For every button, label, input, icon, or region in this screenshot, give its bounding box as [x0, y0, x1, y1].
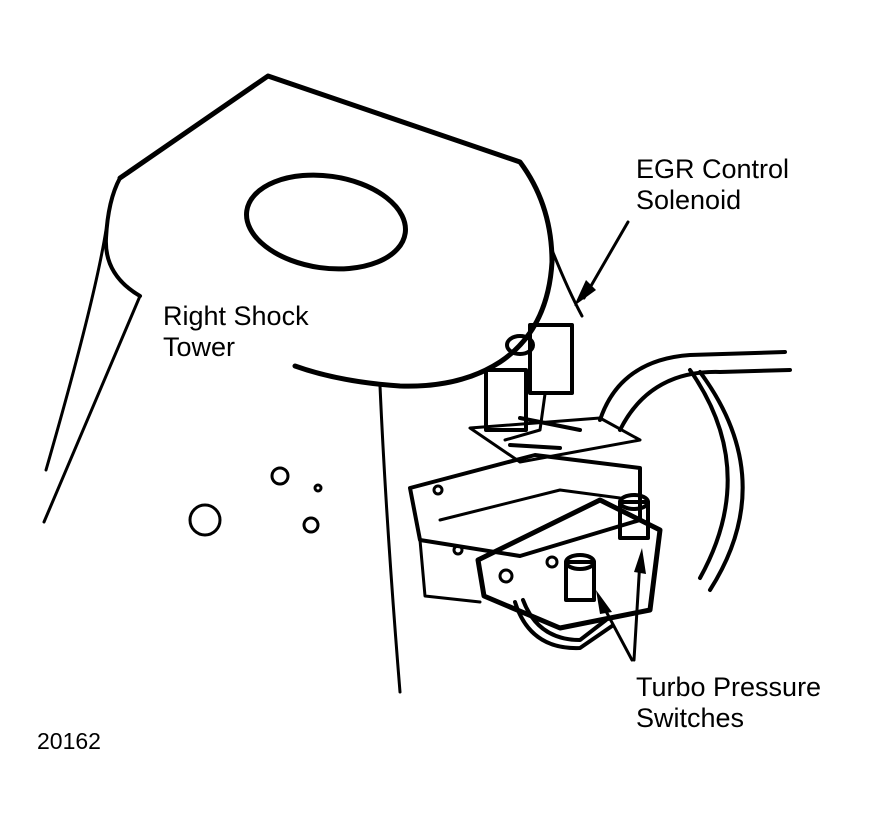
egr-solenoid: [484, 323, 582, 450]
egr-solenoid-label-line1: EGR Control: [636, 154, 790, 184]
turbo-switches-label-line1: Turbo Pressure: [636, 672, 822, 702]
turbo-switches-label-line2: Switches: [636, 703, 745, 733]
mounting-hole: [302, 516, 320, 534]
shock-mount-opening: [244, 172, 408, 272]
egr-solenoid-label-line2: Solenoid: [636, 185, 742, 215]
mounting-hole: [313, 483, 323, 493]
turbo-pointer-arrows: [596, 548, 646, 662]
turbo-switch-plate: [475, 493, 663, 631]
egr-pointer-arrow: [574, 220, 630, 306]
turbo-switches-label: Turbo Pressure Switches: [636, 672, 821, 734]
shock-tower-label-line1: Right Shock: [163, 301, 309, 331]
mounting-hole: [270, 466, 290, 486]
egr-solenoid-label: EGR Control Solenoid: [636, 154, 789, 216]
figure-number: 20162: [37, 728, 101, 754]
shock-tower-label: Right Shock Tower: [163, 301, 309, 363]
shock-tower: [42, 73, 584, 694]
shock-tower-label-line2: Tower: [163, 332, 236, 362]
mounting-hole: [188, 503, 222, 537]
